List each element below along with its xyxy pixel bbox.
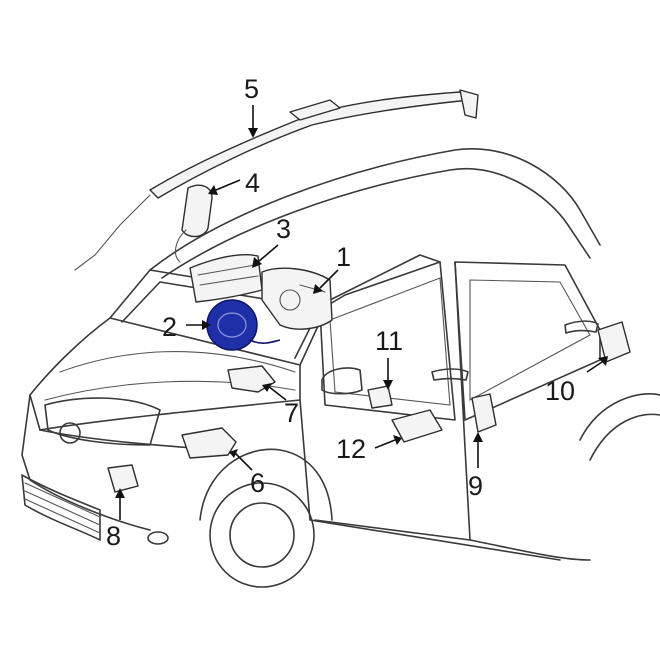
callout-9: 9 xyxy=(468,471,483,501)
callout-4: 4 xyxy=(245,168,260,198)
callout-11: 11 xyxy=(375,326,403,356)
callout-labels: 5 4 3 1 2 7 6 8 9 10 11 12 xyxy=(106,74,575,551)
car-body-outline xyxy=(21,148,660,588)
part-6-front-sensor xyxy=(181,427,237,459)
part-11-side-sensor xyxy=(367,385,393,409)
callout-7: 7 xyxy=(284,398,299,428)
callout-1: 1 xyxy=(336,242,351,272)
part-8-impact-sensor xyxy=(107,464,139,493)
callout-12: 12 xyxy=(336,434,366,464)
part-3-passenger-airbag xyxy=(189,254,263,303)
leader-lines xyxy=(115,105,608,520)
callout-2: 2 xyxy=(162,312,177,342)
part-12-door-sensor xyxy=(391,409,443,443)
callout-6: 6 xyxy=(250,468,265,498)
callout-8: 8 xyxy=(106,521,121,551)
callout-3: 3 xyxy=(276,214,291,244)
part-1-instrument-panel-assembly xyxy=(261,267,333,330)
part-5-curtain-airbag xyxy=(74,89,479,271)
part-10-rear-sensor xyxy=(597,321,631,363)
part-4-side-airbag xyxy=(174,184,213,263)
part-9-pillar-sensor xyxy=(471,393,497,433)
callout-10: 10 xyxy=(545,376,575,406)
callout-5: 5 xyxy=(244,74,259,104)
